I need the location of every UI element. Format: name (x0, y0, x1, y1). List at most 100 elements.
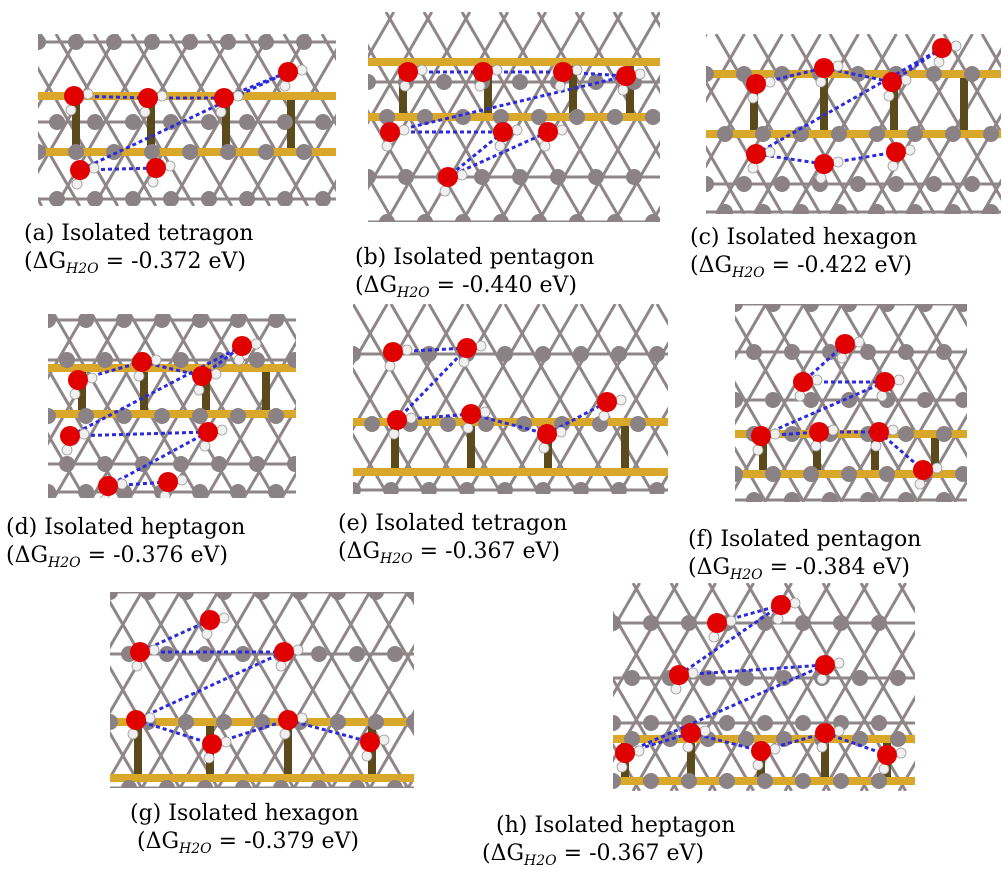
hydrogen-atom (511, 124, 523, 136)
metal-atom (349, 780, 365, 788)
pillar (140, 368, 148, 414)
hydrogen-bonds (135, 618, 371, 746)
structure-group (706, 34, 1001, 214)
metal-atom (531, 109, 547, 125)
pillar (750, 74, 758, 134)
pillar (72, 96, 80, 152)
metal-atom (624, 670, 640, 686)
oxygen-atom (815, 723, 835, 743)
rod (368, 58, 660, 66)
water-molecule (274, 642, 304, 672)
caption-f: (f) Isolated pentagon (ΔGH2O = -0.384 eV… (688, 527, 922, 583)
water-molecules (60, 336, 262, 498)
metal-atom (268, 484, 284, 498)
metal-atom (936, 344, 952, 360)
metal-atom (607, 109, 623, 125)
hydrogen-atom (769, 428, 781, 440)
oxygen-atom (809, 422, 829, 442)
metal-atom (964, 176, 980, 192)
hydrogen-bond (287, 718, 371, 744)
metal-atom (277, 114, 293, 130)
oxygen-atom (200, 610, 220, 630)
caption-b: (b) Isolated pentagon (ΔGH2O = -0.440 eV… (355, 245, 595, 301)
metal-atom (888, 176, 904, 192)
metal-atom (765, 392, 781, 408)
rods (368, 58, 660, 121)
lattice-bond (353, 432, 389, 494)
pillar (759, 434, 767, 474)
water-molecule (360, 732, 390, 762)
lattice-bond (38, 34, 44, 44)
water-molecule (553, 62, 583, 92)
lattice-bond (368, 592, 414, 671)
metal-atom (645, 109, 660, 125)
hydrogen-atom (69, 388, 81, 400)
metal-atom (144, 34, 160, 50)
pillar (202, 368, 210, 414)
hydrogen-atom (201, 628, 213, 640)
metal-atom (512, 74, 528, 90)
oxygen-atom (383, 342, 403, 362)
metal-atom (287, 456, 296, 472)
metal-atom (239, 191, 255, 206)
lattice-bond (38, 34, 82, 109)
metal-atoms (38, 34, 331, 206)
hydrogen-atom (232, 90, 244, 102)
pillar (960, 74, 968, 134)
metal-atom (822, 492, 838, 502)
metal-atom (738, 731, 754, 747)
metal-atom (368, 74, 376, 90)
oxygen-atom (68, 370, 88, 390)
metal-atom (706, 66, 714, 82)
metal-atom (569, 109, 585, 125)
lattice-bond (897, 760, 915, 791)
water-molecule (814, 154, 844, 184)
hydrogen-atom (494, 140, 506, 152)
water-molecule (98, 476, 128, 498)
hydrogen-atom (832, 60, 844, 72)
structure-a (38, 34, 336, 206)
metal-atom (379, 214, 395, 222)
hydrogen-bond (73, 94, 149, 100)
hydrogen-atom (870, 440, 882, 452)
water-molecule (815, 723, 845, 753)
metal-atom (841, 304, 857, 312)
water-molecule (886, 142, 916, 172)
oxygen-atom (793, 372, 813, 392)
oxygen-atom (60, 426, 80, 446)
hydrogen-atom (86, 372, 98, 384)
oxygen-atom (814, 154, 834, 174)
lattice-bond (617, 406, 668, 494)
pillar (621, 422, 629, 472)
water-molecule (537, 424, 567, 454)
hydrogen-atom (794, 390, 806, 402)
metal-atom (220, 144, 236, 160)
metal-atom (736, 176, 752, 192)
hydrogen-bond (678, 663, 826, 677)
oxygen-atom (198, 422, 218, 442)
hydrogen-atom (88, 162, 100, 174)
lattice-bond (613, 583, 679, 698)
metal-atom (890, 731, 906, 747)
hydrogen-atom (539, 140, 551, 152)
metal-atom (516, 416, 532, 432)
rod (613, 735, 915, 743)
metal-atom (230, 314, 246, 328)
metal-atom (182, 34, 198, 50)
structure-d (48, 314, 296, 498)
oxygen-atom (814, 58, 834, 78)
lattice-bond (707, 583, 831, 791)
hydrogen-atom (670, 683, 682, 695)
oxygen-atom (274, 642, 294, 662)
lattice-bond (877, 347, 967, 502)
metal-atom (239, 114, 255, 130)
water-molecule (387, 410, 417, 440)
hydrogen-atom (833, 725, 845, 737)
metal-atom (611, 346, 627, 362)
hydrogen-atom (71, 178, 83, 190)
metal-atom (493, 109, 509, 125)
hydrogen-atom (634, 68, 646, 80)
rod (706, 130, 1001, 138)
metal-atom (822, 344, 838, 360)
hydrogen-atom (769, 743, 781, 755)
